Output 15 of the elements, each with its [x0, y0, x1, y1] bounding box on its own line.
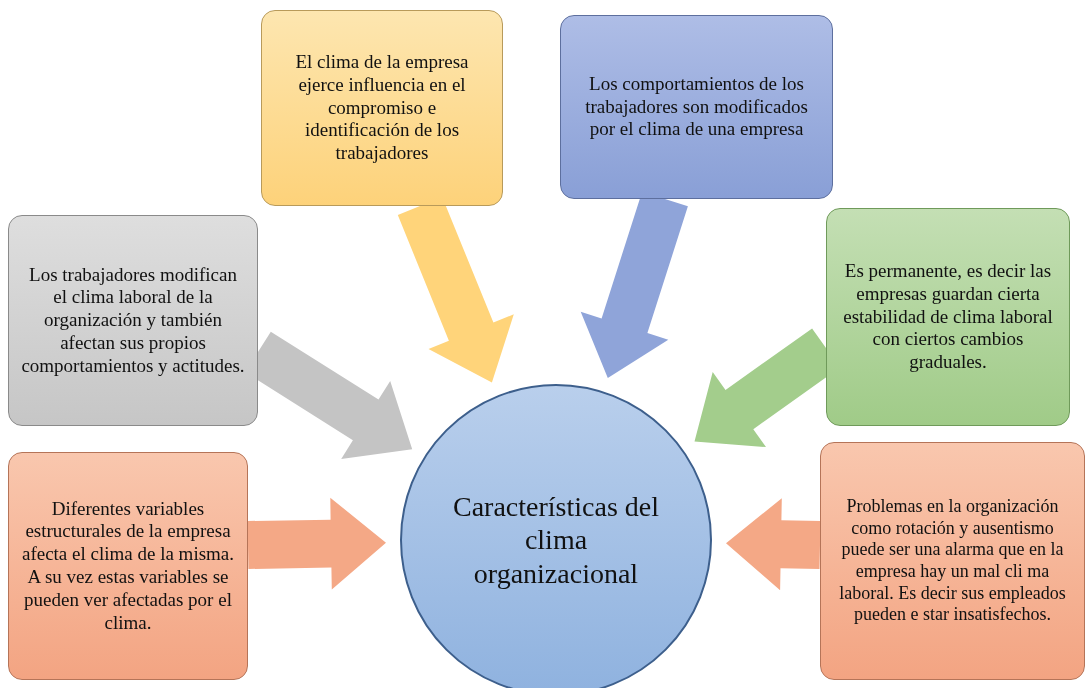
block-arrow: [247, 497, 386, 590]
text-box: [8, 215, 258, 426]
text-box: [8, 452, 248, 680]
text-box: [560, 15, 833, 199]
node-text: Diferentes variables estructurales de la empresa afecta el clima de la misma. A su vez estas variables se pueden ver afectadas por el clima.: [21, 497, 235, 635]
node-text: Los comportamientos de los trabajadores son modificados por el clima de una empresa: [584, 72, 809, 142]
text-box: [826, 208, 1070, 426]
text-box: [820, 442, 1085, 680]
node-text: Los trabajadores modifican el clima laboral de la organización y también afectan sus propios comportamientos y actitudes.: [21, 263, 245, 378]
node-text: El clima de la empresa ejerce influencia en el compromiso e identificación de los trabajadores: [294, 51, 470, 165]
node-text: Características del clima organizacional: [452, 489, 660, 591]
text-box: [261, 10, 503, 206]
node-text: Problemas en la organización como rotación y ausentismo puede ser una alarma que en la empresa hay un mal cli ma laboral. Es decir sus empleados pueden e star insatisfechos.: [838, 496, 1067, 626]
node-text: Es permanente, es decir las empresas guardan cierta estabilidad de clima laboral con ciertos cambios graduales.: [842, 260, 1054, 374]
block-arrow: [726, 498, 821, 591]
